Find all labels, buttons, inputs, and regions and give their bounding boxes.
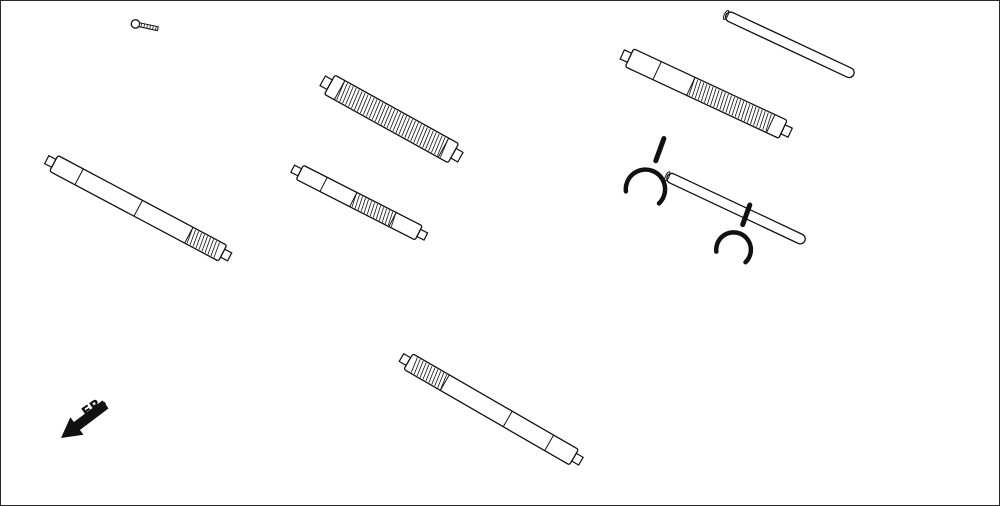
shift-fork-14 xyxy=(714,202,754,265)
shift-fork-15 xyxy=(623,136,668,206)
mainshaft-1 xyxy=(319,75,464,163)
shaft-4b xyxy=(398,352,584,466)
shaft-3 xyxy=(290,164,429,241)
shaft-2 xyxy=(619,48,794,139)
fr-arrow-icon xyxy=(61,400,109,438)
shaft-4a xyxy=(43,154,233,262)
rod-17 xyxy=(722,9,855,79)
fr-direction-group: FR. xyxy=(61,393,110,438)
bolt-20a xyxy=(130,19,159,32)
